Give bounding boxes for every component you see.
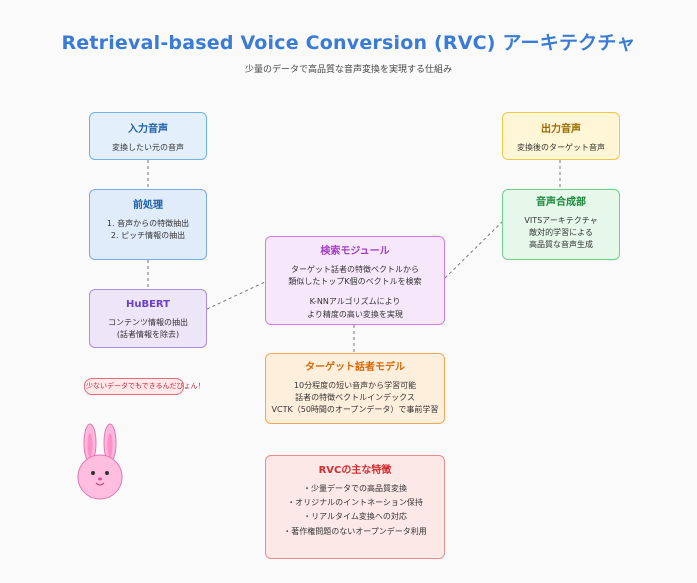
target-desc-3: VCTK（50時間のオープンデータ）で事前学習 (271, 405, 439, 415)
target-model-title: ターゲット話者モデル (305, 362, 405, 373)
page-subtitle: 少量のデータで高品質な音声変換を実現する仕組み (244, 65, 452, 75)
search-module-box: 検索モジュール ターゲット話者の特徴ベクトルから 類似したトップK個のベクトルを… (265, 236, 445, 325)
hubert-box: HuBERT コンテンツ情報の抽出 (話者情報を除去) (89, 289, 207, 348)
search-desc-4: より精度の高い変換を実現 (307, 309, 403, 319)
preprocess-step-1: 1. 音声からの特徴抽出 (106, 218, 190, 228)
output-audio-box: 出力音声 変換後のターゲット音声 (502, 112, 620, 160)
connector-search-synth (444, 221, 503, 279)
hubert-desc-2: (話者情報を除去) (116, 329, 180, 339)
speech-bubble (84, 378, 184, 395)
output-audio-desc: 変換後のターゲット音声 (517, 142, 605, 152)
preprocess-step-2: 2. ピッチ情報の抽出 (110, 230, 186, 240)
search-spacer (266, 288, 444, 296)
search-desc-1: ターゲット話者の特徴ベクトルから (291, 264, 419, 274)
target-desc-2: 話者の特徴ベクトルインデックス (295, 392, 415, 402)
input-audio-title: 入力音声 (128, 124, 168, 135)
bunny-mascot-icon (77, 423, 123, 500)
synthesis-title: 音声合成部 (536, 197, 586, 208)
hubert-desc-1: コンテンツ情報の抽出 (108, 317, 188, 327)
target-model-box: ターゲット話者モデル 10分程度の短い音声から学習可能 話者の特徴ベクトルインデ… (265, 353, 445, 424)
preprocess-box: 前処理 1. 音声からの特徴抽出 2. ピッチ情報の抽出 (89, 189, 207, 260)
synthesis-desc-1: VITSアーキテクチャ (524, 215, 598, 225)
preprocess-title: 前処理 (133, 200, 163, 211)
feature-item-4: ・著作権問題のないオープンデータ利用 (283, 526, 427, 536)
feature-item-2: ・オリジナルのイントネーション保持 (287, 497, 423, 507)
output-audio-title: 出力音声 (541, 124, 581, 135)
search-desc-2: 類似したトップK個のベクトルを検索 (288, 276, 422, 286)
synthesis-desc-2: 敵対的学習による (529, 227, 593, 237)
target-desc-1: 10分程度の短い音声から学習可能 (293, 380, 417, 390)
feature-item-1: ・少量データでの高品質変換 (303, 483, 407, 493)
speech-bubble-text: 少ないデータでもできるんだぴょん！ (86, 382, 205, 390)
features-title: RVCの主な特徴 (318, 465, 392, 476)
hubert-title: HuBERT (125, 299, 170, 310)
search-module-title: 検索モジュール (320, 246, 390, 257)
connector-hubert-search (206, 281, 266, 310)
synthesis-box: 音声合成部 VITSアーキテクチャ 敵対的学習による 高品質な音声生成 (502, 189, 620, 260)
input-audio-desc: 変換したい元の音声 (112, 142, 184, 152)
input-audio-box: 入力音声 変換したい元の音声 (89, 112, 207, 160)
search-desc-3: K-NNアルゴリズムにより (309, 297, 401, 307)
synthesis-desc-3: 高品質な音声生成 (529, 240, 593, 250)
page-title: Retrieval-based Voice Conversion (RVC) ア… (61, 32, 636, 54)
features-box: RVCの主な特徴 ・少量データでの高品質変換 ・オリジナルのイントネーション保持… (265, 455, 445, 559)
feature-item-3: ・リアルタイム変換への対応 (303, 512, 407, 522)
